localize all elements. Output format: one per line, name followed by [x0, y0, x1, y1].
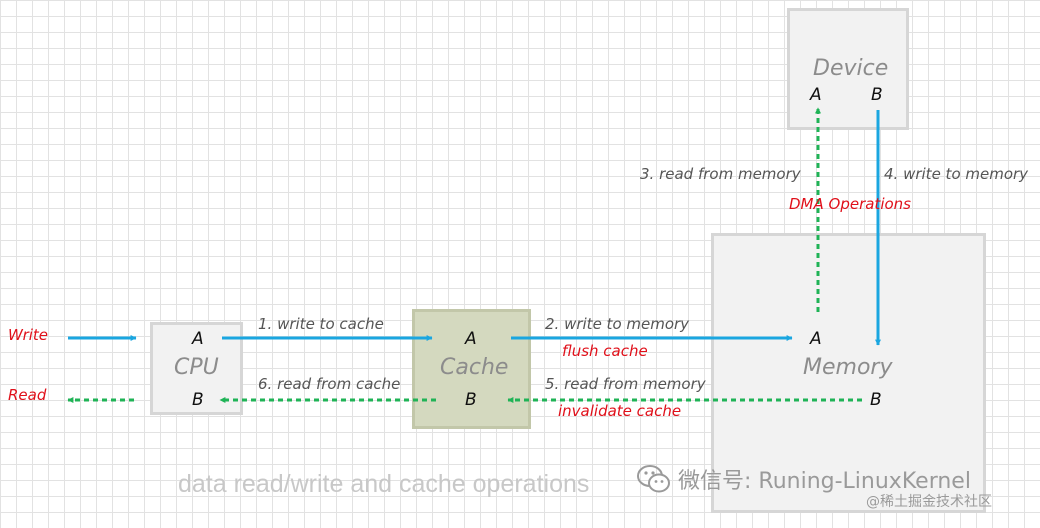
invalidate-cache-label: invalidate cache: [558, 402, 682, 420]
cpu-port-a: A: [192, 329, 204, 349]
step2-label: 2. write to memory: [545, 315, 690, 333]
watermark-main-text: 微信号: Runing-LinuxKernel: [678, 469, 971, 494]
flush-cache-label: flush cache: [562, 342, 648, 360]
memory-box: [711, 233, 986, 513]
cache-title: Cache: [440, 355, 509, 380]
step3-label: 3. read from memory: [640, 165, 801, 183]
cpu-title: CPU: [174, 355, 219, 380]
cache-box: [412, 309, 531, 429]
memory-port-a: A: [810, 329, 822, 349]
device-box: [787, 8, 909, 130]
watermark: 微信号: Runing-LinuxKernel: [636, 462, 971, 496]
wechat-icon: [637, 465, 670, 493]
step4-label: 4. write to memory: [884, 165, 1029, 183]
read-label: Read: [8, 386, 47, 404]
write-label: Write: [8, 326, 49, 344]
step6-label: 6. read from cache: [258, 375, 401, 393]
cpu-port-b: B: [192, 390, 204, 410]
watermark-sub-text: @稀土掘金技术社区: [866, 494, 992, 510]
cache-port-a: A: [465, 329, 477, 349]
cache-port-b: B: [465, 390, 477, 410]
dma-operations-label: DMA Operations: [789, 195, 911, 213]
step1-label: 1. write to cache: [258, 315, 384, 333]
diagram-caption: data read/write and cache operations: [178, 470, 590, 498]
memory-port-b: B: [870, 390, 882, 410]
step5-label: 5. read from memory: [545, 375, 706, 393]
device-port-b: B: [871, 85, 883, 105]
memory-title: Memory: [803, 355, 893, 380]
device-port-a: A: [810, 85, 822, 105]
device-title: Device: [813, 56, 889, 81]
